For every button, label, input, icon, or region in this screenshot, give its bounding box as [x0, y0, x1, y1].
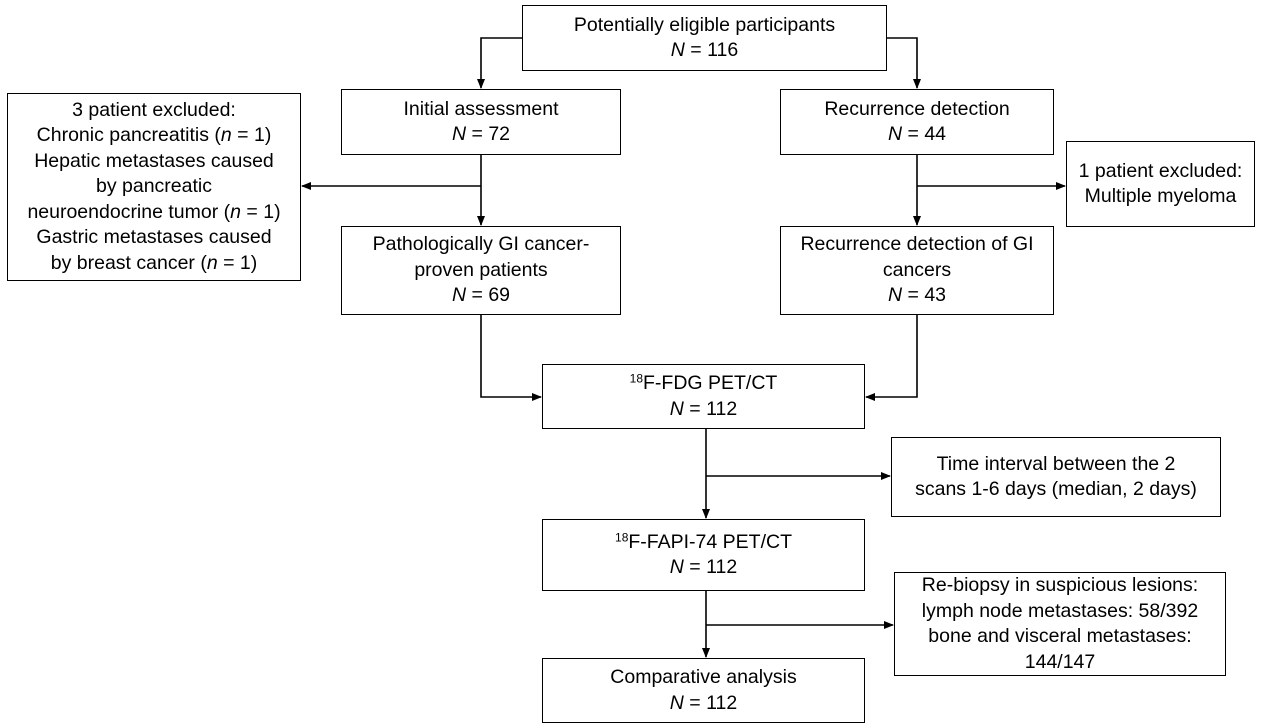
recurrence-count: N = 44 [887, 123, 947, 145]
excluded-left-heading: 3 patient excluded: [72, 98, 236, 121]
arrow-eligible-to-recurrence [887, 37, 921, 89]
excluded-hepatic-line2: by pancreatic [96, 175, 212, 198]
rebiopsy-line1: Re-biopsy in suspicious lesions: [921, 574, 1199, 596]
arrow-gi-proven-to-fdg [480, 315, 542, 401]
initial-count: N = 72 [451, 123, 511, 145]
interval-line1: Time interval between the 2 [936, 452, 1176, 475]
excluded-hepatic-line3: neuroendocrine tumor (n = 1) [27, 200, 281, 223]
arrow-gi-recurrence-to-fdg [865, 315, 918, 401]
gi-recurrence-count: N = 43 [887, 284, 947, 307]
rebiopsy-line2: lymph node metastases: 58/392 [921, 599, 1199, 622]
gi-recurrence-line1: Recurrence detection of GI [800, 233, 1034, 256]
excluded-chronic-pancreatitis: Chronic pancreatitis (n = 1) [36, 124, 272, 147]
eligible-count: N = 116 [670, 39, 739, 61]
box-excluded-left: 3 patient excluded: Chronic pancreatitis… [7, 93, 301, 281]
excluded-gastric-line2: by breast cancer (n = 1) [50, 251, 258, 274]
gi-proven-count: N = 69 [451, 284, 511, 307]
box-excluded-right: 1 patient excluded: Multiple myeloma [1066, 141, 1255, 227]
comparative-title: Comparative analysis [610, 666, 797, 688]
box-fdg-pet-ct: 18F-FDG PET/CT N = 112 [542, 364, 865, 429]
excluded-right-heading: 1 patient excluded: [1078, 159, 1243, 182]
initial-title: Initial assessment [403, 97, 559, 120]
box-recurrence-detection: Recurrence detection N = 44 [780, 89, 1054, 155]
gi-proven-line1: Pathologically GI cancer- [372, 233, 590, 256]
comparative-count: N = 112 [669, 691, 738, 714]
box-fapi-pet-ct: 18F-FAPI-74 PET/CT N = 112 [542, 519, 865, 591]
box-gi-recurrence: Recurrence detection of GI cancers N = 4… [780, 226, 1054, 315]
fapi-title: 18F-FAPI-74 PET/CT [615, 529, 792, 553]
arrow-eligible-to-initial [477, 37, 522, 89]
fdg-count: N = 112 [669, 397, 738, 420]
gi-recurrence-line2: cancers [882, 258, 952, 281]
box-rebiopsy: Re-biopsy in suspicious lesions: lymph n… [894, 572, 1226, 676]
rebiopsy-line3: bone and visceral metastases: [928, 625, 1192, 647]
fapi-count: N = 112 [669, 556, 738, 578]
eligible-title: Potentially eligible participants [573, 13, 836, 36]
box-eligible-participants: Potentially eligible participants N = 11… [522, 5, 887, 71]
recurrence-title: Recurrence detection [824, 97, 1010, 120]
fdg-title: 18F-FDG PET/CT [629, 371, 778, 394]
box-gi-cancer-proven: Pathologically GI cancer- proven patient… [341, 226, 621, 315]
box-time-interval: Time interval between the 2 scans 1-6 da… [891, 437, 1221, 517]
box-comparative-analysis: Comparative analysis N = 112 [542, 658, 865, 723]
gi-proven-line2: proven patients [414, 258, 548, 281]
interval-line2: scans 1-6 days (median, 2 days) [915, 478, 1197, 500]
excluded-gastric-line1: Gastric metastases caused [36, 226, 272, 249]
excluded-hepatic-line1: Hepatic metastases caused [34, 149, 274, 172]
box-initial-assessment: Initial assessment N = 72 [341, 89, 621, 155]
rebiopsy-line4: 144/147 [1024, 650, 1096, 673]
excluded-multiple-myeloma: Multiple myeloma [1084, 185, 1237, 207]
